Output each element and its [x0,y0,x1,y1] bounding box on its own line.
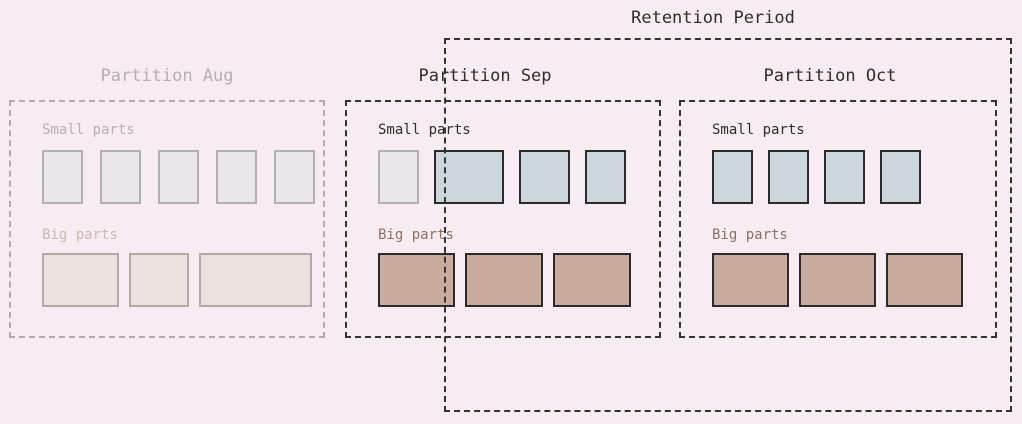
big-part-box [712,253,789,307]
retention-period-box [444,38,1012,412]
small-part-box [880,150,921,204]
small-part-box [519,150,570,204]
big-parts-row [378,253,631,307]
small-part-box [274,150,315,204]
partition-aug-title: Partition Aug [100,66,234,86]
partition-sep-title: Partition Sep [418,66,552,86]
partition-oct-box: Small parts Big parts [679,100,997,338]
big-part-box [199,253,312,307]
small-part-box [100,150,141,204]
big-parts-label: Big parts [378,227,454,243]
small-part-box [585,150,626,204]
big-parts-row [712,253,963,307]
small-part-box [42,150,83,204]
big-part-box [378,253,455,307]
big-part-box [886,253,963,307]
big-parts-row [42,253,312,307]
small-part-box [216,150,257,204]
retention-period-title: Retention Period [631,8,795,28]
big-part-box [553,253,631,307]
small-part-box [824,150,865,204]
small-parts-row [712,150,921,204]
small-part-box [712,150,753,204]
partition-aug-box: Small parts Big parts [9,100,325,338]
small-parts-label: Small parts [712,122,805,138]
small-part-box [158,150,199,204]
big-part-box [42,253,119,307]
partition-oct-title: Partition Oct [763,66,897,86]
small-part-box [378,150,419,204]
big-parts-label: Big parts [42,227,118,243]
small-parts-row [42,150,315,204]
small-part-box [768,150,809,204]
big-part-box [799,253,876,307]
small-parts-label: Small parts [378,122,471,138]
big-part-box [465,253,543,307]
small-parts-label: Small parts [42,122,135,138]
big-parts-label: Big parts [712,227,788,243]
big-part-box [129,253,189,307]
